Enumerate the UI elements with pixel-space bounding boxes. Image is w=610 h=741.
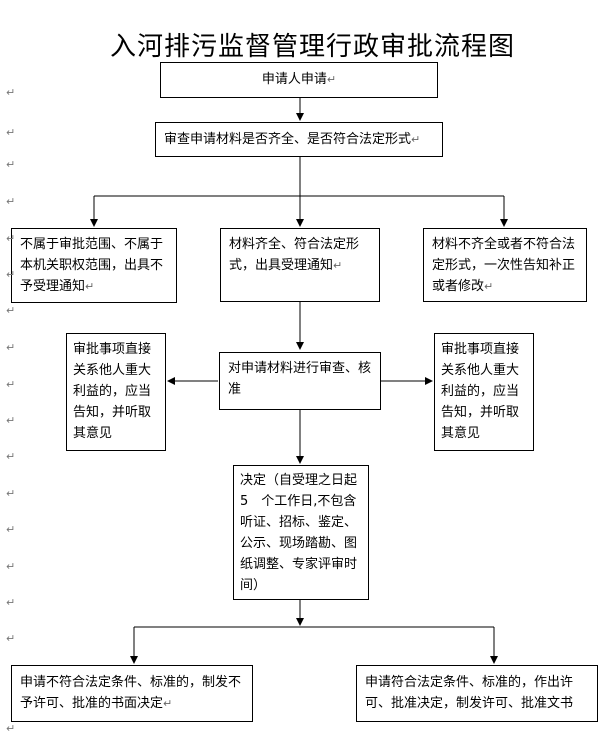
node-deny-label: 申请不符合法定条件、标准的，制发不予许可、批准的书面决定	[20, 675, 242, 711]
paragraph-mark: ↵	[6, 378, 16, 391]
paragraph-mark: ↵	[6, 341, 16, 354]
node-notify-right-label: 审批事项直接关系他人重大利益的，应当告知，并听取其意见	[441, 342, 520, 441]
paragraph-mark: ↵	[6, 304, 16, 317]
paragraph-mark: ↵	[6, 560, 16, 573]
node-accept: 材料齐全、符合法定形式，出具受理通知↵	[220, 228, 380, 302]
paragraph-mark: ↵	[6, 523, 16, 536]
node-decision-label: 决定（自受理之日起5 个工作日,不包含听证、招标、鉴定、公示、现场踏勘、图纸调整…	[240, 473, 358, 593]
paragraph-mark: ↵	[6, 450, 16, 463]
node-notify-right: 审批事项直接关系他人重大利益的，应当告知，并听取其意见	[434, 333, 534, 451]
node-reject-scope-label: 不属于审批范围、不属于本机关职权范围，出具不予受理通知	[20, 237, 164, 294]
node-approve: 申请符合法定条件、标准的，作出许可、批准决定，制发许可、批准文书	[356, 665, 598, 722]
node-review-label: 审查申请材料是否齐全、是否符合法定形式	[164, 132, 412, 147]
paragraph-mark: ↵	[6, 126, 16, 139]
node-apply: 申请人申请↵	[160, 62, 438, 98]
node-review: 审查申请材料是否齐全、是否符合法定形式↵	[155, 122, 443, 157]
paragraph-mark: ↵	[6, 268, 16, 281]
paragraph-mark: ↵	[6, 158, 16, 171]
node-notify-left-label: 审批事项直接关系他人重大利益的，应当告知，并听取其意见	[73, 342, 152, 441]
node-incomplete-label: 材料不齐全或者不符合法定形式，一次性告知补正或者修改	[432, 237, 576, 294]
node-examine: 对申请材料进行审查、核准	[219, 352, 381, 410]
node-approve-label: 申请符合法定条件、标准的，作出许可、批准决定，制发许可、批准文书	[365, 675, 574, 711]
node-examine-label: 对申请材料进行审查、核准	[228, 361, 372, 397]
paragraph-mark: ↵	[6, 414, 16, 427]
paragraph-mark: ↵	[6, 86, 16, 99]
paragraph-mark: ↵	[6, 232, 16, 245]
paragraph-mark: ↵	[6, 596, 16, 609]
node-deny: 申请不符合法定条件、标准的，制发不予许可、批准的书面决定↵	[11, 665, 253, 722]
paragraph-mark: ↵	[6, 487, 16, 500]
paragraph-mark: ↵	[6, 722, 16, 735]
node-reject-scope: 不属于审批范围、不属于本机关职权范围，出具不予受理通知↵	[11, 228, 177, 303]
paragraph-mark: ↵	[6, 632, 16, 645]
node-notify-left: 审批事项直接关系他人重大利益的，应当告知，并听取其意见	[66, 333, 166, 451]
node-apply-label: 申请人申请	[261, 72, 327, 87]
node-incomplete: 材料不齐全或者不符合法定形式，一次性告知补正或者修改↵	[423, 228, 587, 302]
paragraph-mark: ↵	[6, 195, 16, 208]
page-title: 入河排污监督管理行政审批流程图	[110, 32, 516, 62]
node-decision: 决定（自受理之日起5 个工作日,不包含听证、招标、鉴定、公示、现场踏勘、图纸调整…	[233, 465, 369, 600]
node-accept-label: 材料齐全、符合法定形式，出具受理通知	[229, 237, 360, 273]
